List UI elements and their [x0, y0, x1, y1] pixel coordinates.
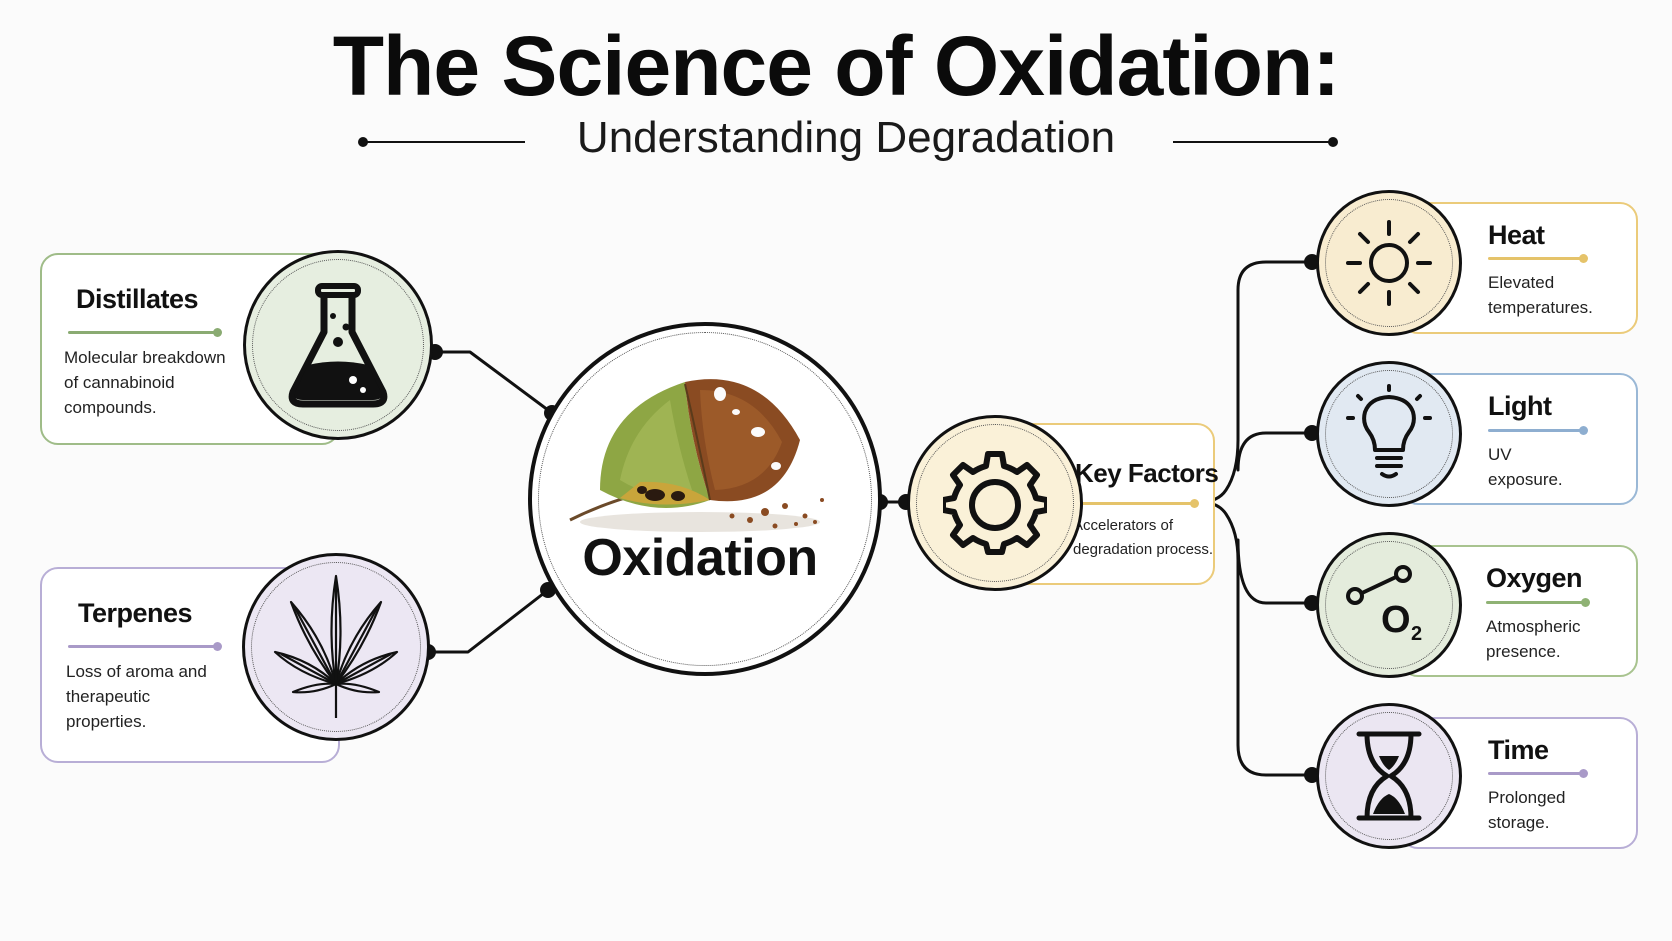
terpenes-rule [68, 642, 222, 651]
light-rule [1488, 426, 1588, 435]
distillates-title: Distillates [76, 284, 199, 314]
sun-icon [1346, 220, 1432, 306]
distillates-icon-circle [243, 250, 433, 440]
time-rule [1488, 769, 1588, 778]
oxygen-molecule-icon: O 2 [1346, 565, 1422, 645]
svg-text:O: O [1381, 599, 1411, 641]
cannabis-leaf-icon [273, 574, 399, 718]
oxygen-title: Oxygen [1486, 563, 1583, 593]
time-title: Time [1488, 735, 1549, 765]
time-icon-circle [1316, 703, 1462, 849]
page-subtitle: Understanding Degradation [576, 113, 1116, 162]
key-factors-icon-circle [907, 415, 1083, 591]
light-icon-circle [1316, 361, 1462, 507]
oxidation-label: Oxidation [582, 529, 818, 587]
key-factors-title: Key Factors [1075, 458, 1219, 488]
lightbulb-icon [1346, 384, 1432, 479]
leaf-decay-image [569, 379, 824, 532]
key-factors-rule [1075, 499, 1199, 508]
gear-icon [943, 451, 1047, 555]
heat-icon-circle [1316, 190, 1462, 336]
oxygen-rule [1486, 598, 1590, 607]
flask-icon [288, 283, 388, 408]
terpenes-icon-circle [242, 553, 430, 741]
svg-text:2: 2 [1411, 623, 1422, 645]
hourglass-icon [1356, 731, 1422, 821]
heat-rule [1488, 254, 1588, 263]
heat-title: Heat [1488, 220, 1545, 250]
page-title: The Science of Oxidation: [332, 19, 1341, 113]
subtitle-rule-left [358, 137, 525, 147]
oxygen-icon-circle: O 2 [1316, 532, 1462, 678]
light-title: Light [1488, 391, 1552, 421]
terpenes-title: Terpenes [78, 598, 193, 628]
distillates-rule [68, 328, 222, 337]
subtitle-rule-right [1173, 137, 1338, 147]
